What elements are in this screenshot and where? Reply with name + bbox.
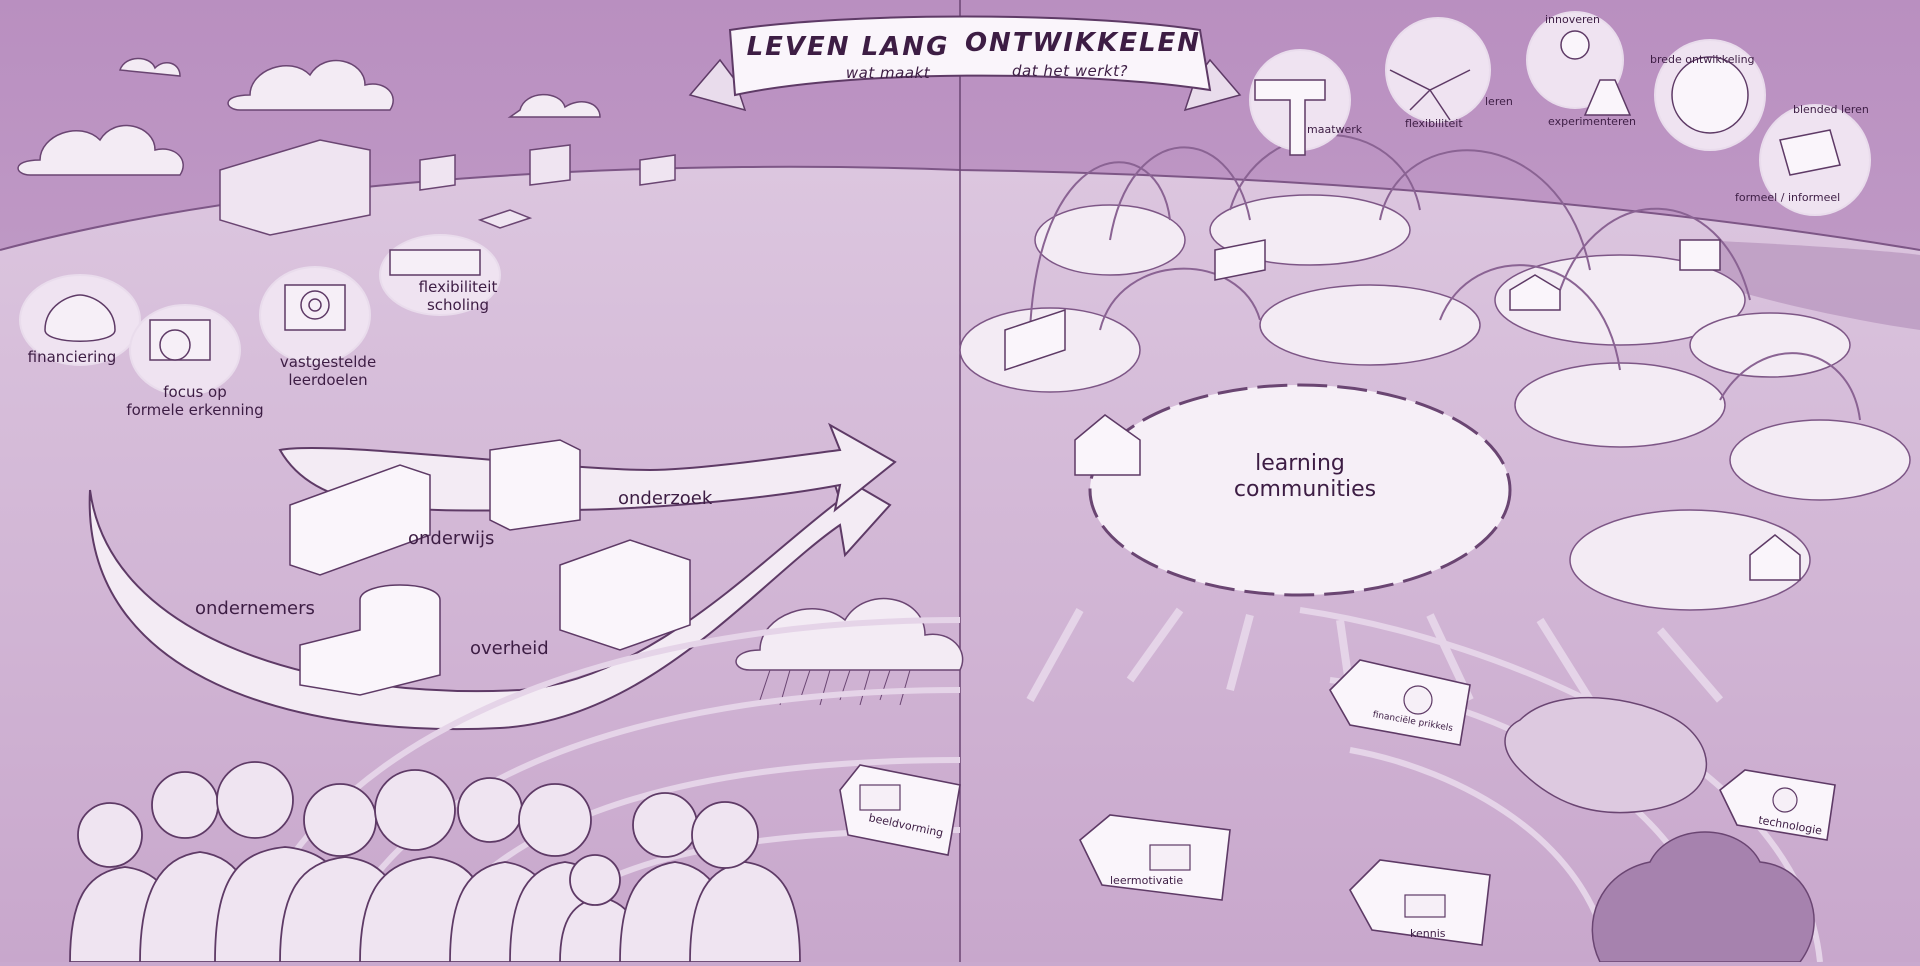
learning-communities-oval — [1088, 383, 1512, 597]
bubble-flex-line2: scholing — [426, 296, 490, 314]
top-leren: leren — [1485, 95, 1513, 108]
houses — [1004, 239, 1801, 581]
title-banner — [688, 15, 1242, 112]
top-innoveren: innoveren — [1545, 13, 1601, 26]
top-brede-ontwikkeling: brede ontwikkeling — [1650, 53, 1755, 66]
lightbulb-icon — [1560, 30, 1590, 60]
horizon-buildings — [219, 139, 676, 236]
stakeholder-onderwijs: onderwijs — [408, 528, 495, 549]
diploma-magnifier-icon — [149, 319, 211, 361]
pond — [1504, 696, 1708, 814]
top-blended-leren: blended leren — [1793, 103, 1869, 116]
flask-icon — [1583, 79, 1632, 116]
island-ovals — [959, 194, 1911, 611]
bubble-leerdoelen-line1: vastgestelde — [279, 353, 377, 371]
stakeholder-buildings — [289, 439, 691, 696]
bubble-flex-line1: flexibiliteit — [418, 278, 498, 296]
laptop-icon — [1779, 129, 1841, 176]
gear-icon — [1772, 787, 1798, 813]
books-icon — [1404, 894, 1446, 918]
banner-subtitle-right: dat het werkt? — [1012, 62, 1128, 80]
bubble-focus-line1: focus op — [163, 383, 227, 401]
banner-subtitle-left: wat maakt — [845, 64, 931, 82]
stakeholder-ondernemers: ondernemers — [195, 598, 315, 619]
coin-icon — [1403, 685, 1433, 715]
target-book-icon — [284, 284, 346, 331]
connecting-arcs — [1029, 134, 1861, 421]
crowd — [69, 761, 801, 963]
tag-shapes — [839, 659, 1836, 946]
clouds — [17, 57, 964, 671]
vitruvian-icon — [1671, 56, 1749, 134]
stakeholder-onderzoek: onderzoek — [618, 488, 713, 509]
top-flexibiliteit: flexibiliteit — [1405, 117, 1463, 130]
caliper-icon — [1254, 79, 1326, 156]
center-line2: communities — [1233, 477, 1377, 502]
tag-leermotivatie: leermotivatie — [1110, 874, 1184, 887]
top-formeel-informeel: formeel / informeel — [1735, 191, 1841, 204]
tag-kennis: kennis — [1410, 927, 1446, 940]
screens-icon — [859, 784, 901, 811]
barrier-icon — [389, 249, 481, 276]
bubble-focus-line2: formele erkenning — [126, 401, 264, 419]
banner-title-right: ONTWIKKELEN — [964, 28, 1202, 58]
banner-title-left: LEVEN LANG — [746, 32, 950, 62]
top-maatwerk: maatwerk — [1307, 123, 1363, 136]
tree — [1591, 831, 1815, 963]
people-icon — [1149, 844, 1191, 871]
money-bag-icon — [44, 294, 116, 342]
arrows-people-icon — [1389, 69, 1471, 121]
stakeholder-overheid: overheid — [470, 638, 549, 659]
center-line1: learning — [1255, 451, 1345, 476]
top-experimenteren: experimenteren — [1548, 115, 1636, 128]
bubble-leerdoelen-line2: leerdoelen — [288, 371, 368, 389]
bubble-financiering: financiering — [27, 348, 117, 366]
